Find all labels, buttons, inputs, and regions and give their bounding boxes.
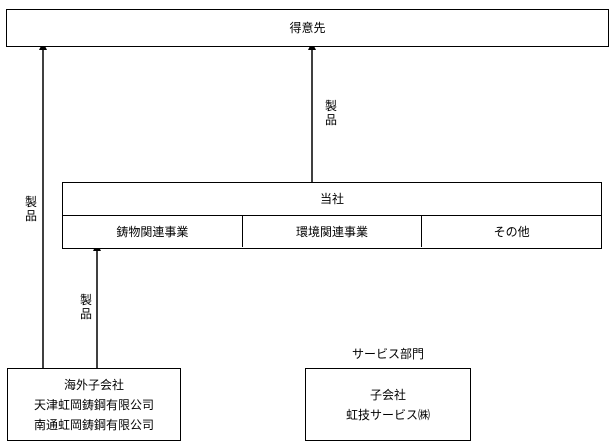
segment-casting-label: 鋳物関連事業 <box>116 224 189 239</box>
company-title: 当社 <box>319 192 344 206</box>
product-label-top: 製 品 <box>324 99 337 127</box>
segment-other: その他 <box>422 216 601 247</box>
product-label-lower: 製 品 <box>79 293 92 321</box>
service-heading: 子会社 <box>369 387 406 402</box>
service-caption: サービス部門 <box>351 347 424 361</box>
company-title-row: 当社 <box>63 183 601 216</box>
segment-casting: 鋳物関連事業 <box>63 216 243 247</box>
service-subsidiary-box: 子会社 虹技サービス㈱ <box>305 368 471 441</box>
segment-environment-label: 環境関連事業 <box>296 224 369 239</box>
company-box: 当社 鋳物関連事業 環境関連事業 その他 <box>62 182 602 249</box>
product-label-left: 製 品 <box>24 195 37 223</box>
segment-row: 鋳物関連事業 環境関連事業 その他 <box>63 216 601 247</box>
segment-environment: 環境関連事業 <box>243 216 423 247</box>
overseas-line-1: 天津虹岡鋳鋼有限公司 <box>33 397 154 412</box>
overseas-heading: 海外子会社 <box>63 377 124 392</box>
overseas-line-2: 南通虹岡鋳鋼有限公司 <box>33 417 154 432</box>
customer-label: 得意先 <box>289 21 326 35</box>
overseas-subsidiary-box: 海外子会社 天津虹岡鋳鋼有限公司 南通虹岡鋳鋼有限公司 <box>7 368 181 441</box>
segment-other-label: その他 <box>493 224 530 239</box>
service-name: 虹技サービス㈱ <box>345 407 430 422</box>
customer-box: 得意先 <box>6 9 609 47</box>
